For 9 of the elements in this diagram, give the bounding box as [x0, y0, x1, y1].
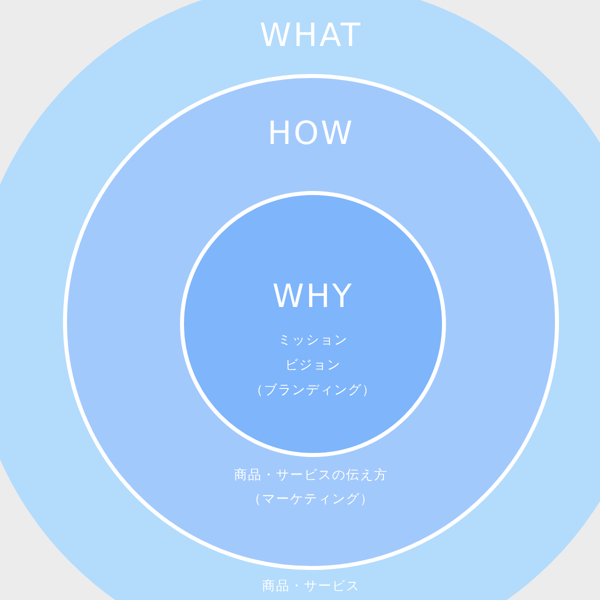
circle-text: ミッション: [278, 333, 348, 349]
circle-heading: HOW: [268, 114, 354, 152]
circle-text: （マーケティング）: [248, 492, 374, 508]
circle-text: 商品・サービスの伝え方: [234, 468, 388, 484]
circle-text: ビジョン: [285, 358, 341, 374]
circle-heading: WHY: [272, 277, 354, 316]
circle-heading: WHAT: [260, 16, 362, 54]
circle-text: （ブランディング）: [250, 383, 376, 399]
circle-text: 商品・サービス: [262, 579, 360, 595]
